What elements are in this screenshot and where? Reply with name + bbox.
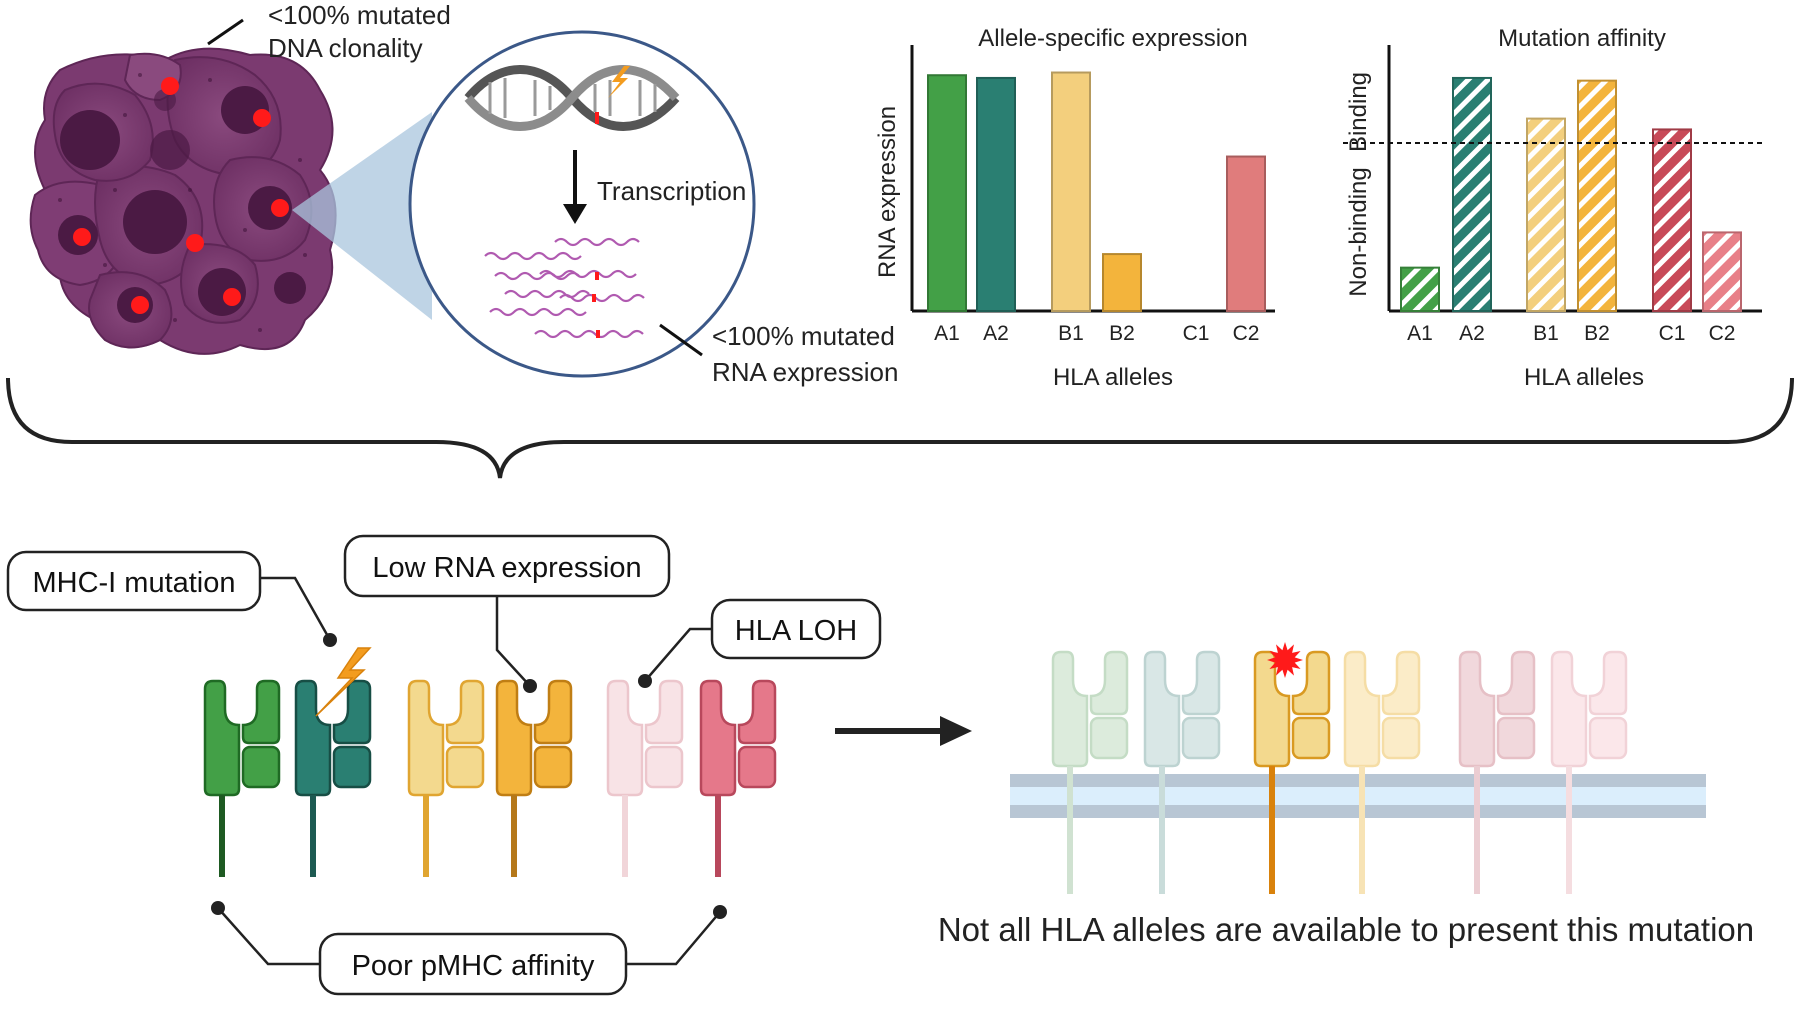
mutant-peptide-icon	[1267, 642, 1303, 678]
tick-label-c1: C1	[1183, 322, 1210, 345]
membrane-mhc-b2-icon	[1343, 650, 1421, 894]
mhc-b1-icon	[407, 679, 485, 877]
mutation-affinity-chart: Mutation affinity HLA alleles Binding No…	[1343, 25, 1766, 391]
grouping-brace	[6, 377, 1794, 479]
tumor-cell-cluster	[29, 47, 337, 355]
low-rna-callout: Low RNA expression	[343, 534, 671, 693]
allele-expression-chart: Allele-specific expression HLA alleles R…	[874, 25, 1275, 391]
dna-clonality-line: <100% mutated	[268, 0, 451, 30]
zoom-circle: Transcription	[408, 30, 756, 378]
zoom-wedge	[292, 112, 432, 320]
bar-a2	[1452, 76, 1492, 312]
bar-a2	[976, 76, 1016, 312]
hla-loh-callout: HLA LOH	[638, 598, 882, 688]
arrow-head-icon	[563, 204, 587, 224]
svg-text:Low RNA expression: Low RNA expression	[372, 552, 641, 584]
bar-c2	[1702, 231, 1742, 312]
transcription-label: Transcription	[597, 176, 746, 206]
membrane-mhc-b1-icon	[1253, 650, 1331, 894]
chart-title: Mutation affinity	[1498, 25, 1666, 52]
bar-a1	[1400, 266, 1440, 313]
tick-label-b1: B1	[1058, 322, 1084, 345]
tick-label-b2: B2	[1584, 322, 1610, 345]
membrane-mhc-c2-icon	[1550, 650, 1628, 894]
membrane-mhc-c1-icon	[1458, 650, 1536, 894]
arrow-head-icon	[940, 716, 972, 746]
rna-expression-label: <100% mutated RNA expression	[712, 321, 902, 387]
x-axis-label: HLA alleles	[1053, 364, 1173, 391]
x-axis-label: HLA alleles	[1524, 364, 1644, 391]
svg-text:MHC-I mutation: MHC-I mutation	[32, 567, 235, 599]
bar-b1	[1526, 117, 1566, 312]
dna-helix-icon	[464, 65, 680, 131]
tick-label-b1: B1	[1533, 322, 1559, 345]
conclusion-text: Not all HLA alleles are available to pre…	[938, 911, 1754, 948]
mhc-c2-icon	[699, 679, 777, 877]
binding-label: Binding	[1345, 72, 1372, 152]
dna-clonality-line: DNA clonality	[268, 33, 423, 63]
tick-label-c2: C2	[1233, 322, 1260, 345]
bar-a1	[927, 74, 967, 313]
rna-expression-line: <100% mutated	[712, 321, 895, 351]
non-binding-label: Non-binding	[1345, 167, 1372, 296]
rna-leader-line	[659, 323, 703, 357]
mhc-b2-icon	[495, 679, 573, 877]
mhc-mutation-callout: MHC-I mutation	[6, 550, 337, 647]
tick-label-c2: C2	[1709, 322, 1736, 345]
membrane-receptor-row	[1051, 642, 1628, 894]
tick-label-a2: A2	[1459, 322, 1485, 345]
clonality-leader-line	[207, 18, 244, 46]
bar-c2	[1226, 155, 1266, 312]
tick-label-a1: A1	[934, 322, 960, 345]
tick-label-a2: A2	[983, 322, 1009, 345]
dna-clonality-label: <100% mutated DNA clonality	[268, 0, 458, 63]
mhc-receptor-row	[203, 647, 777, 877]
poor-affinity-callout: Poor pMHC affinity	[211, 901, 727, 996]
y-axis-label: RNA expression	[874, 106, 901, 278]
svg-text:HLA LOH: HLA LOH	[735, 615, 858, 647]
mhc-a1-icon	[203, 679, 281, 877]
rna-expression-line: RNA expression	[712, 357, 898, 387]
tick-label-a1: A1	[1407, 322, 1433, 345]
tick-label-c1: C1	[1659, 322, 1686, 345]
mhc-a2-icon	[294, 679, 372, 877]
membrane-mhc-a2-icon	[1143, 650, 1221, 894]
bar-b2	[1577, 79, 1617, 313]
chart-title: Allele-specific expression	[978, 25, 1247, 52]
bar-b2	[1102, 253, 1142, 312]
lightning-icon	[315, 647, 372, 717]
tick-label-b2: B2	[1109, 322, 1135, 345]
bar-c1	[1652, 128, 1692, 312]
cell-membrane	[1010, 774, 1706, 818]
bar-b1	[1051, 71, 1091, 312]
rna-strands	[484, 237, 645, 339]
membrane-mhc-a1-icon	[1051, 650, 1129, 894]
lightning-icon	[608, 66, 630, 98]
svg-text:Poor pMHC affinity: Poor pMHC affinity	[352, 950, 595, 982]
mhc-c1-icon	[606, 679, 684, 877]
